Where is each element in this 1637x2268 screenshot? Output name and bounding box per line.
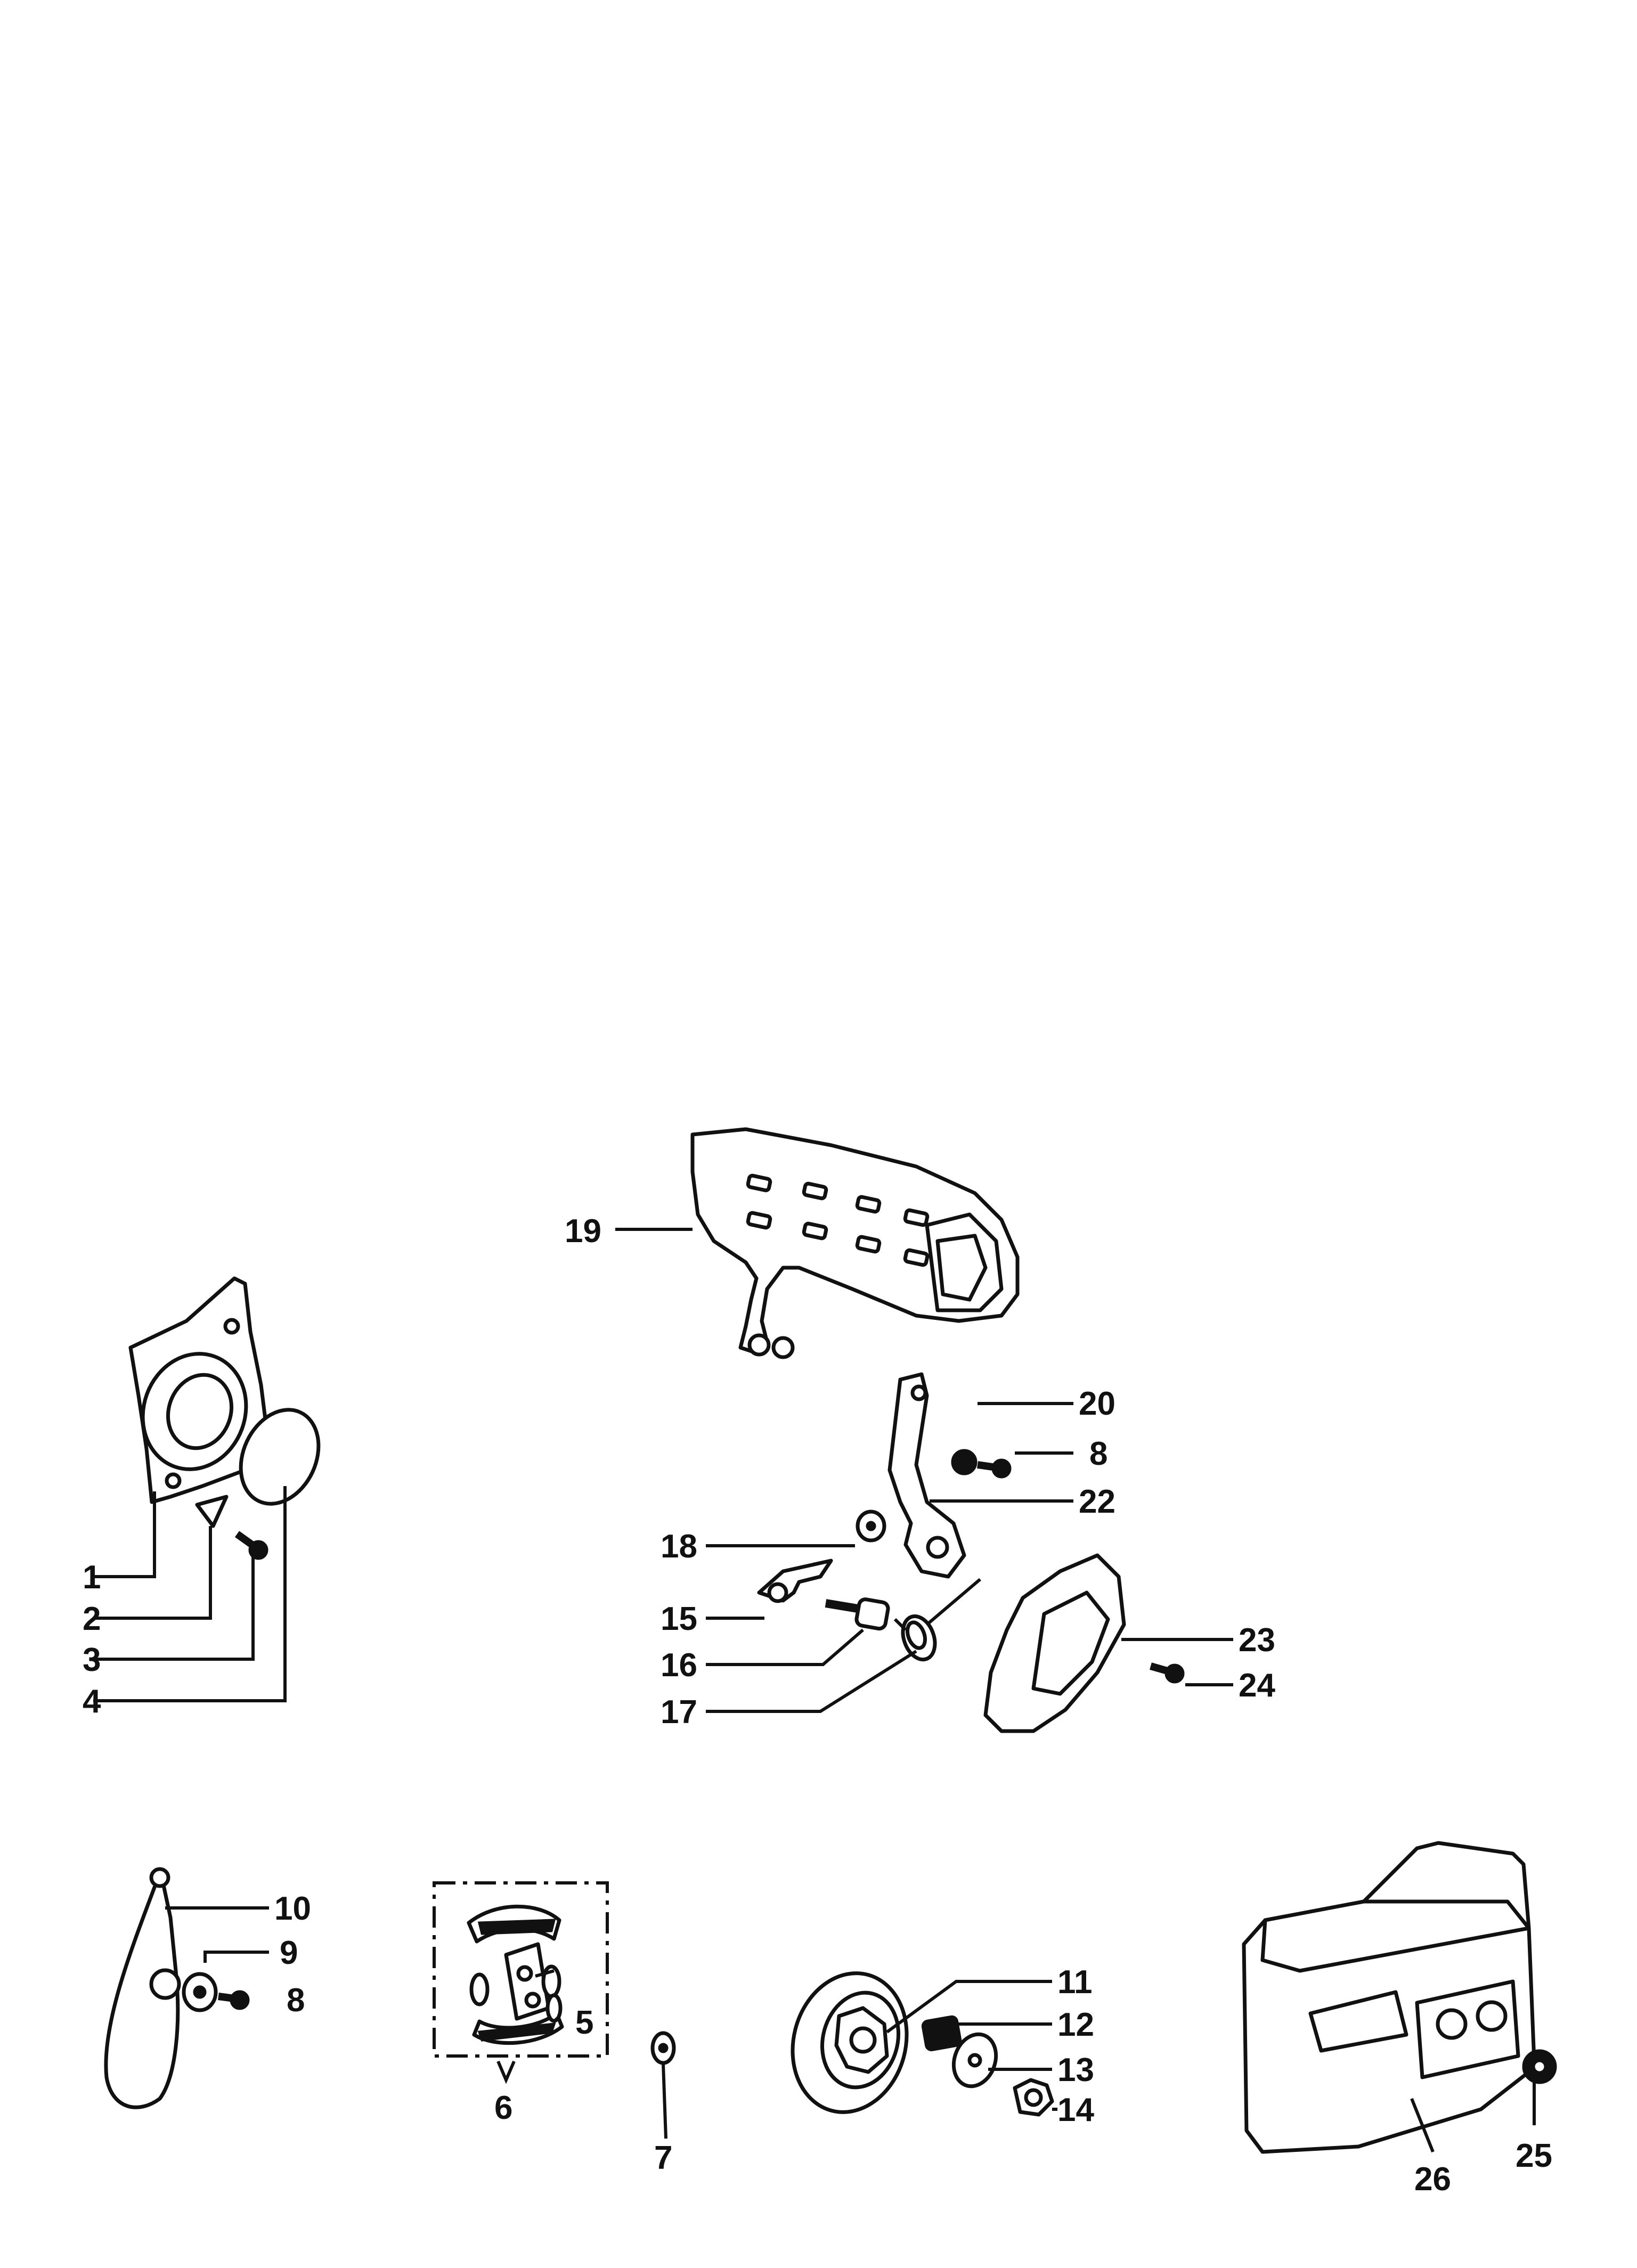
label-26: 26 [1414, 2161, 1451, 2198]
label-13: 13 [1057, 2052, 1094, 2088]
label-15: 15 [661, 1601, 697, 1637]
label-14: 14 [1057, 2092, 1094, 2128]
part-15-latch [757, 1559, 833, 1603]
part-24-screw [1150, 1662, 1185, 1684]
part-11-clutch-drum [791, 1971, 909, 2114]
part-2-wedge [195, 1495, 229, 1528]
part-17-spring [893, 1578, 981, 1662]
part-26-sprocket-cover [1242, 1841, 1536, 2154]
label-24: 24 [1239, 1667, 1275, 1704]
part-19-chain-guard [690, 1127, 1020, 1359]
label-8-upper: 8 [1089, 1435, 1107, 1472]
part-8-bolt-lower [218, 1990, 250, 2010]
part-3-screw [234, 1531, 268, 1560]
label-9: 9 [280, 1935, 298, 1971]
label-18: 18 [661, 1528, 697, 1565]
label-2: 2 [83, 1601, 101, 1637]
label-12: 12 [1057, 2006, 1094, 2043]
part-20-washer [951, 1449, 978, 1475]
part-9-washer [182, 1972, 218, 2012]
part-22-brake-lever [887, 1372, 966, 1579]
label-8-lower: 8 [287, 1982, 305, 2019]
part-18-washer [856, 1510, 886, 1543]
part-14-nut [1013, 2078, 1054, 2117]
label-1: 1 [83, 1559, 101, 1596]
part-7-washer [650, 2031, 676, 2065]
part-23-brake-housing [983, 1553, 1126, 1733]
label-19: 19 [565, 1213, 601, 1250]
part-number-labels: 19 1 2 3 4 20 8 22 18 15 16 17 23 24 10 … [83, 1213, 1552, 2198]
label-20: 20 [1079, 1385, 1115, 1422]
label-5: 5 [575, 2004, 593, 2041]
label-3: 3 [83, 1642, 101, 1678]
label-16: 16 [661, 1647, 697, 1684]
part-25-nut [1522, 2049, 1557, 2084]
label-10: 10 [274, 1890, 311, 1927]
label-6: 6 [494, 2090, 512, 2126]
part-12-needle-bearing [921, 2015, 962, 2052]
label-23: 23 [1239, 1622, 1275, 1659]
part-16-pin [825, 1597, 890, 1631]
guard-vent-slots [746, 1173, 930, 1267]
part-13-washer [951, 2032, 998, 2088]
part-5-clutch-spring [545, 1993, 563, 2023]
label-22: 22 [1079, 1483, 1115, 1520]
label-17: 17 [661, 1694, 697, 1731]
label-7: 7 [654, 2140, 672, 2176]
part-6-clutch-assembly [433, 1881, 609, 2084]
part-8-bolt-upper [977, 1458, 1012, 1479]
leader-lines [93, 1228, 1536, 2153]
label-11: 11 [1057, 1964, 1093, 2001]
part-10-brake-band [104, 1867, 181, 2109]
label-4: 4 [83, 1683, 101, 1720]
part-4-washer [239, 1408, 321, 1506]
label-25: 25 [1516, 2138, 1552, 2174]
